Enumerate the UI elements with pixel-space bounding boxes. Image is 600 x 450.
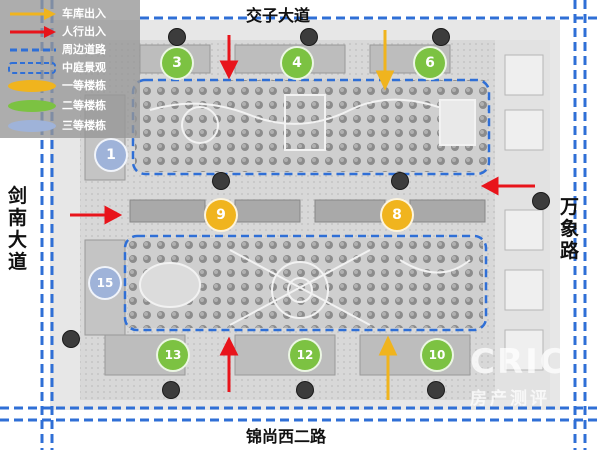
building-marker: [391, 172, 409, 190]
building-marker: [162, 381, 180, 399]
garage-entrances: [375, 30, 398, 400]
building-marker: [300, 28, 318, 46]
road-label-south: 锦尚西二路: [246, 427, 327, 446]
building-marker: [432, 28, 450, 46]
road-label-east: 万象路: [560, 196, 580, 262]
dashed-rect-icon: [8, 62, 56, 74]
yellow-arrow-icon: [10, 8, 56, 20]
legend-tier1: 一等楼栋: [4, 76, 138, 96]
legend-tier3: 三等楼栋: [4, 116, 138, 136]
legend-pedestrian-entrance: 人行出入: [4, 22, 138, 42]
watermark-logo: CRIC: [470, 342, 567, 382]
building-marker: [532, 192, 550, 210]
watermark-subtitle: 房产测评: [470, 389, 550, 409]
building-10: 10: [420, 338, 454, 372]
map-legend: 车库出入 人行出入 周边道路 中庭景观 一等楼栋: [0, 0, 140, 138]
yellow-ellipse-icon: [8, 80, 56, 92]
middle-building-row: [129, 199, 486, 223]
south-building-row: [104, 334, 471, 376]
legend-garage-entrance: 车库出入: [4, 4, 138, 24]
building-marker: [296, 381, 314, 399]
road-label-west: 剑南大道: [8, 185, 28, 273]
road-label-north: 交子大道: [246, 6, 311, 25]
pedestrian-entrances: [70, 35, 535, 392]
building-1: 1: [94, 138, 128, 172]
building-marker: [62, 330, 80, 348]
building-15: 15: [88, 266, 122, 300]
blue-ellipse-icon: [8, 120, 56, 132]
green-ellipse-icon: [8, 100, 56, 112]
legend-courtyard: 中庭景观: [4, 58, 138, 78]
building-13: 13: [156, 338, 190, 372]
dashed-line-icon: [10, 48, 56, 52]
red-arrow-icon: [10, 26, 56, 38]
building-marker: [427, 381, 445, 399]
legend-surrounding-road: 周边道路: [4, 40, 138, 60]
building-3: 3: [160, 46, 194, 80]
building-8: 8: [380, 198, 414, 232]
building-marker: [212, 172, 230, 190]
building-marker: [168, 28, 186, 46]
north-courtyard: [135, 80, 487, 172]
legend-tier2: 二等楼栋: [4, 96, 138, 116]
building-9: 9: [204, 198, 238, 232]
building-6: 6: [413, 46, 447, 80]
building-4: 4: [280, 46, 314, 80]
building-12: 12: [288, 338, 322, 372]
